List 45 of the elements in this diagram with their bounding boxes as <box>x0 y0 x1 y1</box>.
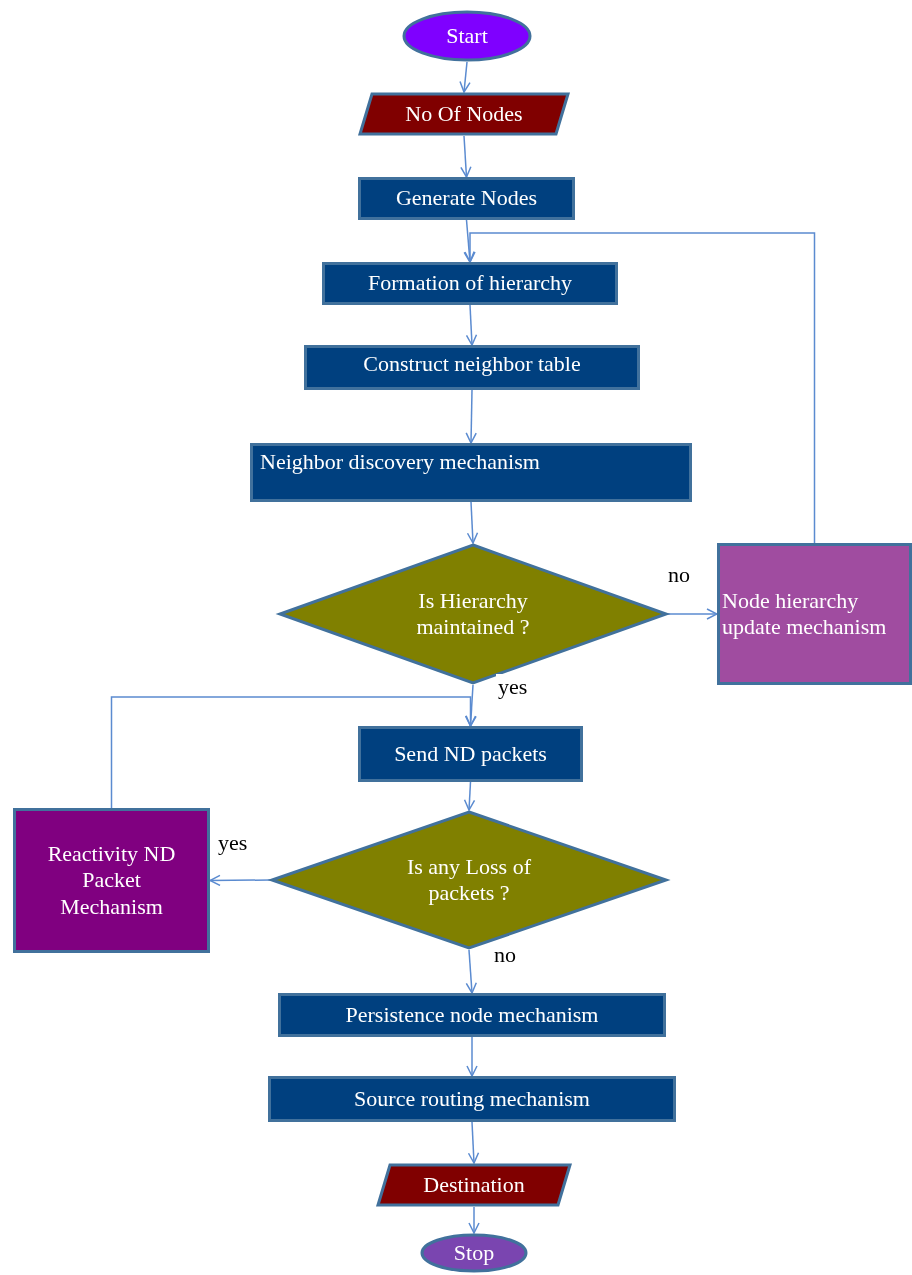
node-label: Reactivity ND Packet Mechanism <box>46 840 177 921</box>
node-label: Stop <box>453 1239 495 1267</box>
node-label: Source routing mechanism <box>354 1085 590 1113</box>
arrow <box>463 781 476 811</box>
arrow <box>460 135 472 178</box>
process-box <box>304 345 640 390</box>
stop-oval <box>420 1233 528 1273</box>
node-label: No Of Nodes <box>405 100 523 128</box>
decision-diamond <box>270 810 668 950</box>
arrow <box>467 1121 480 1164</box>
edge-label: yes <box>496 674 530 700</box>
arrow <box>464 232 816 544</box>
arrow <box>209 874 271 887</box>
node-label: Destination <box>423 1171 525 1199</box>
node-label: Send ND packets <box>394 740 547 768</box>
arrow <box>465 949 478 994</box>
process-box <box>13 808 210 953</box>
node-label: Is any Loss of packets ? <box>405 853 532 907</box>
input-parallelogram <box>358 92 570 136</box>
node-label: Is Hierarchy maintained ? <box>415 587 531 641</box>
process-box <box>358 726 583 782</box>
arrow <box>466 1036 478 1077</box>
process-box <box>358 177 575 220</box>
arrow <box>466 501 479 544</box>
arrow <box>110 696 477 809</box>
process-box <box>278 993 666 1037</box>
node-label: Generate Nodes <box>395 185 538 212</box>
arrow <box>465 304 478 346</box>
node-label: Neighbor discovery mechanism <box>260 449 540 476</box>
decision-diamond <box>278 543 668 685</box>
arrow <box>465 389 477 444</box>
node-label: Construct neighbor table <box>363 351 581 378</box>
node-label: Node hierarchy update mechanism <box>722 587 888 641</box>
process-box <box>322 262 618 305</box>
arrow <box>468 1206 480 1234</box>
process-box <box>250 443 692 502</box>
process-box <box>717 543 912 685</box>
node-label: Formation of hierarchy <box>367 270 573 297</box>
arrow <box>459 61 471 93</box>
output-parallelogram <box>376 1163 572 1207</box>
process-box <box>268 1076 676 1122</box>
node-label: Start <box>446 22 488 50</box>
node-label: Persistence node mechanism <box>345 1001 599 1029</box>
arrow <box>667 608 718 620</box>
start-oval <box>402 10 532 62</box>
